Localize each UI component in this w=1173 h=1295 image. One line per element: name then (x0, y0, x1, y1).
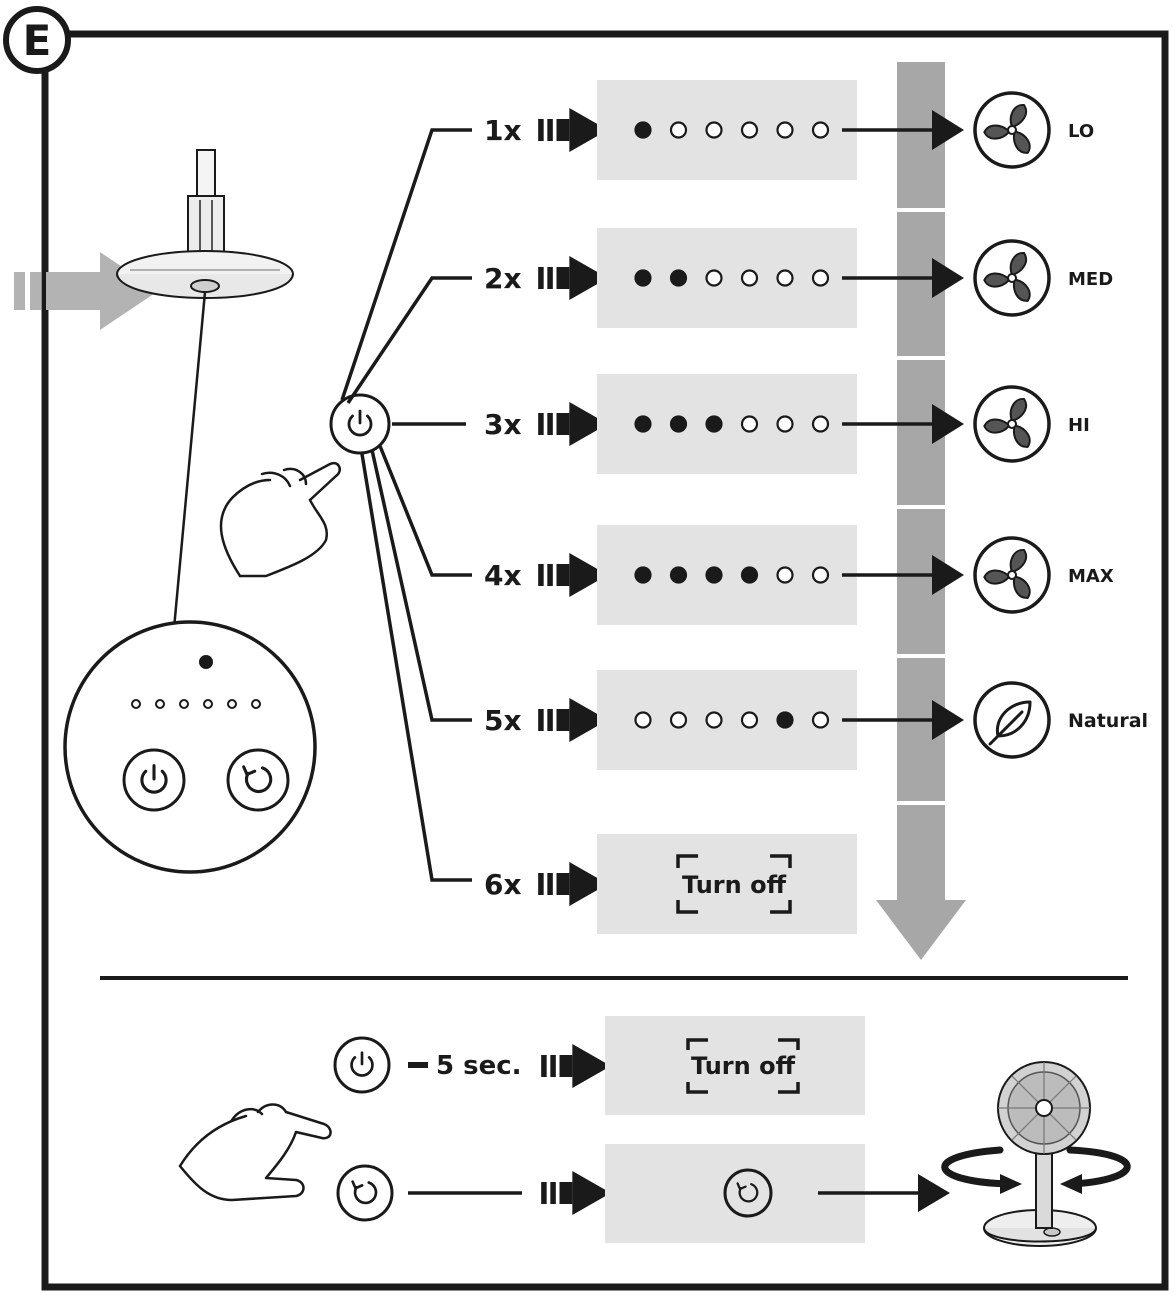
indicator-dot-off (740, 121, 759, 139)
mode-label: MAX (1068, 566, 1114, 587)
indicator-dot-off (740, 269, 759, 287)
indicator-dot-off (740, 711, 759, 729)
press-arrow-icon (541, 1044, 611, 1088)
branch-lines (340, 128, 472, 882)
press-count-label: 3x (484, 408, 522, 441)
leaf-icon (973, 681, 1051, 759)
indicator-dot-on (669, 566, 688, 584)
indicator-dot-off (776, 269, 794, 287)
mode-label: LO (1068, 121, 1094, 142)
press-count-label: 5x (484, 704, 522, 737)
hold-duration-label: 5 sec. (436, 1051, 522, 1081)
indicator-dot-off (705, 121, 723, 139)
press-row-3: 3x HI (484, 374, 1090, 474)
press-row-2: 2x MED (484, 228, 1113, 328)
indicator-dot-off (634, 711, 652, 729)
indicator-dot-on (740, 566, 759, 584)
indicator-dot-on (634, 566, 652, 584)
panel-indicator-dot (199, 655, 213, 669)
control-panel-callout (63, 620, 317, 874)
indicator-dot-off (776, 121, 794, 139)
indicator-dot-off (740, 415, 759, 433)
device-leader-line (168, 291, 207, 673)
press-sequence: 1x LO 2x MED 3x HI 4x MAX 5x Natural 6x Turn off (484, 80, 1148, 934)
result-arrowhead (932, 555, 964, 595)
panel-rotate-button (226, 748, 290, 812)
result-panel (597, 834, 857, 934)
hold-turn-off-label: Turn off (691, 1052, 796, 1080)
mode-label: MED (1068, 269, 1113, 290)
indicator-dot-off (811, 566, 830, 584)
fan-icon (973, 385, 1051, 463)
indicator-dot-on (634, 121, 652, 139)
indicator-dot-off (705, 711, 723, 729)
indicator-dot-off (811, 269, 830, 287)
hold-power-row: 5 sec. Turn off (333, 1016, 865, 1115)
result-arrowhead (932, 700, 964, 740)
flow-arrow (876, 62, 966, 960)
indicator-dot-on (705, 566, 723, 584)
oscillating-fan-illustration (941, 1061, 1131, 1247)
mode-label: Natural (1068, 710, 1148, 732)
result-arrowhead (932, 404, 964, 444)
section-badge: E (3, 6, 71, 74)
indicator-dot-on (634, 415, 652, 433)
indicator-dot-off (776, 566, 794, 584)
press-count-label: 2x (484, 262, 522, 295)
indicator-dot-off (669, 711, 688, 729)
rotate-button (336, 1164, 394, 1222)
fan-icon (973, 91, 1051, 169)
indicator-dot-off (705, 269, 723, 287)
hold-result-panel (605, 1016, 865, 1115)
press-row-4: 4x MAX (484, 525, 1114, 625)
hand-icon (219, 461, 341, 578)
turn-off-label: Turn off (682, 871, 787, 899)
indicator-dot-on (776, 711, 794, 729)
indicator-dot-off (811, 121, 830, 139)
indicator-dot-on (705, 415, 723, 433)
indicator-dot-on (634, 269, 652, 287)
hold-turn-off-brackets (686, 1038, 800, 1094)
fan-icon (973, 239, 1051, 317)
indicator-dot-off (811, 711, 830, 729)
press-row-5: 5x Natural (484, 670, 1148, 770)
hand-icon (178, 1103, 332, 1202)
indicator-dot-off (669, 121, 688, 139)
turn-off-brackets (676, 854, 792, 914)
frame-border (41, 30, 1169, 1291)
rotate-row (336, 1144, 950, 1243)
press-count-label: 1x (484, 114, 522, 147)
result-arrowhead (932, 110, 964, 150)
press-arrow-icon (541, 1171, 611, 1215)
mode-label: HI (1068, 415, 1090, 436)
press-row-6: 6x Turn off (484, 834, 857, 934)
section-letter: E (23, 16, 52, 65)
press-count-label: 6x (484, 868, 522, 901)
fan-icon (973, 536, 1051, 614)
indicator-dot-off (811, 415, 830, 433)
indicator-dot-on (669, 269, 688, 287)
indicator-dot-off (776, 415, 794, 433)
press-count-label: 4x (484, 559, 522, 592)
press-row-1: 1x LO (484, 80, 1094, 180)
indicator-dot-on (669, 415, 688, 433)
device-illustration (14, 149, 294, 330)
result-arrowhead (932, 258, 964, 298)
